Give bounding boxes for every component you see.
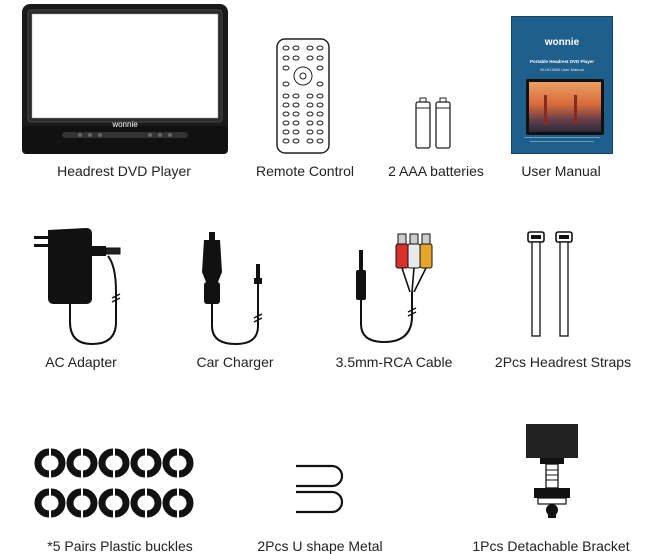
manual-brand: wonnie [544, 37, 580, 48]
ac-adapter-icon [34, 228, 121, 346]
plastic-buckles-icon [34, 448, 194, 518]
remote-label: Remote Control [255, 163, 355, 179]
manual-subtitle: W-HD1560 User Manual [540, 67, 584, 72]
u-shape-metal-icon [296, 464, 344, 514]
u-metal-label: 2Pcs U shape Metal [257, 538, 383, 554]
manual-book-icon: wonnie Portable Headrest DVD Player W-HD… [511, 16, 613, 154]
rca-cable-icon [356, 233, 433, 344]
manual-label: User Manual [521, 163, 601, 179]
manual-bridge-mark-2 [574, 95, 577, 125]
buckles-label: *5 Pairs Plastic buckles [47, 538, 193, 554]
bracket-label: 1Pcs Detachable Bracket [472, 538, 630, 554]
dvd-brand-text: wonnie [111, 120, 138, 129]
manual-title: Portable Headrest DVD Player [529, 59, 595, 64]
rca-cable-label: 3.5mm-RCA Cable [335, 354, 453, 370]
detachable-bracket-icon [526, 424, 578, 518]
manual-cover-image [526, 79, 604, 135]
car-charger-icon [202, 232, 263, 346]
headrest-straps-icon [527, 231, 573, 337]
dvd-player-icon: wonnie [22, 4, 228, 154]
batteries-label: 2 AAA batteries [388, 163, 484, 179]
battery-icon [415, 97, 451, 149]
straps-label: 2Pcs Headrest Straps [494, 354, 632, 370]
dvd-player-label: Headrest DVD Player [57, 163, 191, 179]
manual-fine-print-2 [530, 141, 594, 142]
ac-adapter-label: AC Adapter [45, 354, 117, 370]
manual-fine-print [524, 137, 600, 138]
manual-bridge-mark [544, 95, 547, 125]
remote-control-icon [276, 38, 330, 154]
car-charger-label: Car Charger [196, 354, 274, 370]
